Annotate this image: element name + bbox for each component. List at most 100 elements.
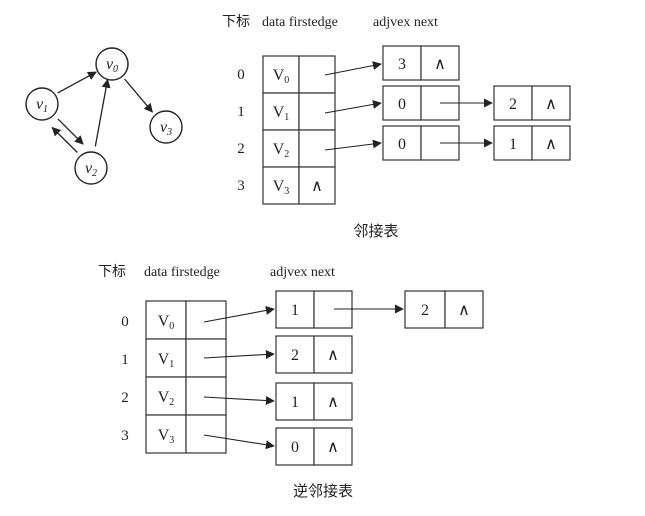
edge-adjvex-cell xyxy=(404,290,446,329)
vertex-label: V0 xyxy=(273,67,290,86)
edge-next-value: ∧ xyxy=(545,136,557,153)
adjacency-row: 3 V3 ∧ xyxy=(237,166,336,205)
inverse-index: 3 xyxy=(121,428,129,444)
edge-adjvex-value: 0 xyxy=(291,439,299,456)
edge-v2-to-v0 xyxy=(94,78,111,147)
edge-next-cell xyxy=(313,427,353,466)
vertex-data-cell xyxy=(145,376,187,416)
edge-next-value: ∧ xyxy=(327,347,339,364)
edge-adjvex-cell xyxy=(382,125,422,161)
edge-adjvex-cell xyxy=(493,85,533,121)
inverse-index: 1 xyxy=(121,352,129,368)
edge-adjvex-value: 3 xyxy=(398,56,406,73)
vertex-label: V2 xyxy=(158,389,175,408)
graph-node-v0: v0 xyxy=(95,47,129,81)
inverse-header-vertex: data firstedge xyxy=(144,265,220,280)
adjacency-header-vertex: data firstedge xyxy=(262,15,338,30)
inverse-index: 2 xyxy=(121,390,129,406)
graph-node-v3: v3 xyxy=(149,110,183,144)
edge-v1-to-v2 xyxy=(57,118,84,145)
edge-next-value: ∧ xyxy=(434,56,446,73)
vertex-firstedge-cell xyxy=(185,414,227,454)
edge-next-value: ∧ xyxy=(545,96,557,113)
vertex-data-cell xyxy=(262,55,300,94)
graph-node-v2: v2 xyxy=(74,151,108,185)
adjacency-index: 0 xyxy=(237,67,245,83)
adjacency-index: 1 xyxy=(237,104,245,120)
adjacency-index: 3 xyxy=(237,178,245,194)
edge-next-value: ∧ xyxy=(327,394,339,411)
edge-adjvex-value: 2 xyxy=(421,302,429,319)
edge-v1-to-v0 xyxy=(57,71,97,94)
edge-next-cell xyxy=(531,125,571,161)
adjacency-row: 0 V0 3 ∧ xyxy=(237,45,460,94)
adjacency-index: 2 xyxy=(237,141,245,157)
edge-adjvex-cell xyxy=(275,290,315,329)
edge-adjvex-cell xyxy=(493,125,533,161)
edge-next-value: ∧ xyxy=(327,439,339,456)
edge-adjvex-value: 1 xyxy=(291,394,299,411)
directed-graph: v0 v1 v2 v3 xyxy=(25,47,183,185)
pointer-arrow xyxy=(203,349,275,359)
edge-v2-to-v1 xyxy=(51,126,78,153)
edge-adjvex-value: 0 xyxy=(398,136,406,153)
vertex-data-cell xyxy=(262,129,300,168)
inverse-row: 3 V3 0 ∧ xyxy=(121,414,353,466)
adjacency-header-edge: adjvex next xyxy=(373,15,438,30)
svg-text:v1: v1 xyxy=(36,96,48,115)
edge-adjvex-value: 0 xyxy=(398,96,406,113)
vertex-data-cell xyxy=(145,414,187,454)
vertex-label: V3 xyxy=(273,178,290,197)
vertex-label: V1 xyxy=(273,104,290,123)
vertex-data-cell xyxy=(145,338,187,378)
edge-next-cell xyxy=(531,85,571,121)
vertex-firstedge-cell xyxy=(298,129,336,168)
edge-v0-to-v3 xyxy=(124,78,153,113)
edge-next-cell xyxy=(313,382,353,421)
inverse-row: 0 V0 1 2 ∧ xyxy=(121,290,484,340)
edge-adjvex-value: 2 xyxy=(509,96,517,113)
pointer-arrow xyxy=(324,99,382,114)
edge-adjvex-value: 1 xyxy=(291,302,299,319)
svg-text:v3: v3 xyxy=(160,119,172,138)
edge-adjvex-value: 2 xyxy=(291,347,299,364)
inverse-row: 2 V2 1 ∧ xyxy=(121,376,353,421)
adjacency-row: 2 V2 0 1 ∧ xyxy=(237,125,571,168)
adjacency-header-index: 下标 xyxy=(222,14,250,30)
pointer-arrow xyxy=(203,396,275,406)
edge-adjvex-value: 1 xyxy=(509,136,517,153)
edge-adjvex-cell xyxy=(275,382,315,421)
firstedge-null-value: ∧ xyxy=(311,178,323,195)
pointer-arrow xyxy=(203,306,275,323)
pointer-arrow xyxy=(203,434,275,450)
inverse-header-index: 下标 xyxy=(98,264,126,280)
inverse-caption: 逆邻接表 xyxy=(293,483,353,500)
edge-next-cell xyxy=(444,290,484,329)
edge-next-value: ∧ xyxy=(458,302,470,319)
pointer-arrow xyxy=(324,139,382,151)
edge-next-cell xyxy=(420,45,460,81)
inverse-adjacency-list: 下标 data firstedge adjvex next 0 V0 1 2 ∧… xyxy=(98,264,484,500)
svg-text:v2: v2 xyxy=(85,160,97,179)
vertex-firstedge-cell xyxy=(298,166,336,205)
inverse-row: 1 V1 2 ∧ xyxy=(121,335,353,378)
adjacency-row: 1 V1 0 2 ∧ xyxy=(237,85,571,131)
vertex-label: V1 xyxy=(158,351,175,370)
vertex-label: V3 xyxy=(158,427,175,446)
pointer-arrow xyxy=(324,61,382,76)
vertex-label: V2 xyxy=(273,141,290,160)
vertex-firstedge-cell xyxy=(185,300,227,340)
vertex-data-cell xyxy=(262,166,300,205)
svg-text:v0: v0 xyxy=(106,56,118,75)
vertex-firstedge-cell xyxy=(185,376,227,416)
vertex-data-cell xyxy=(262,92,300,131)
edge-adjvex-cell xyxy=(382,45,422,81)
graph-node-v1: v1 xyxy=(25,87,59,121)
adjacency-caption: 邻接表 xyxy=(353,223,398,240)
edge-next-cell xyxy=(313,335,353,374)
vertex-firstedge-cell xyxy=(298,92,336,131)
adjacency-list: 下标 data firstedge adjvex next 0 V0 3 ∧ 1… xyxy=(222,14,571,240)
inverse-header-edge: adjvex next xyxy=(270,265,335,280)
